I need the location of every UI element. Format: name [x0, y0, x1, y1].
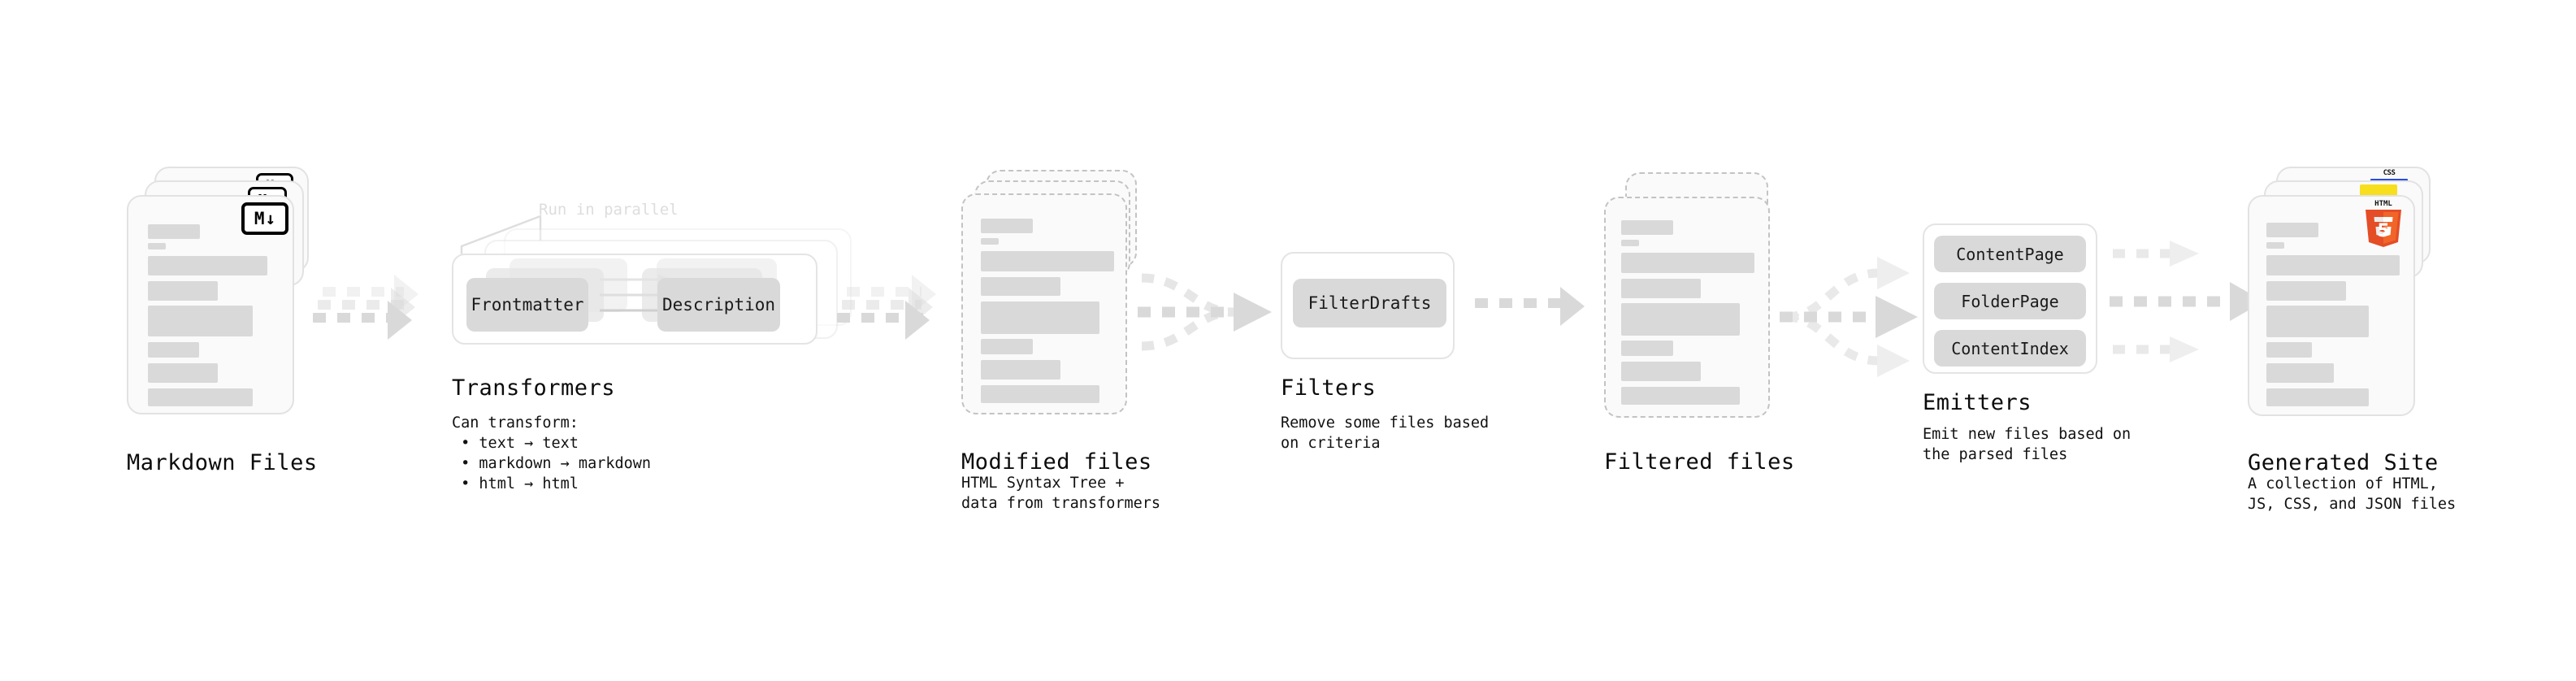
placeholder-bar	[1621, 387, 1740, 405]
emitter-chip-folderpage[interactable]: FolderPage	[1934, 283, 2086, 319]
placeholder-bar	[148, 243, 166, 249]
transformers-title: Transformers	[452, 375, 616, 401]
chip-label: Description	[661, 295, 776, 314]
markdown-icon-letter: M	[254, 208, 265, 228]
markdown-icon-arrow: ↓	[265, 208, 276, 228]
placeholder-bar	[2266, 281, 2346, 301]
html5-icon-label: HTML	[2374, 200, 2392, 208]
placeholder-bar	[1621, 362, 1701, 381]
placeholder-bar	[148, 256, 267, 275]
chip-label: Frontmatter	[471, 295, 584, 314]
placeholder-bar	[148, 363, 218, 383]
chip-label: FilterDrafts	[1308, 293, 1432, 313]
emitters-subtitle: Emit new files based on the parsed files	[1923, 426, 2131, 463]
placeholder-bar	[981, 385, 1099, 403]
transformer-chip-frontmatter[interactable]: Frontmatter	[466, 278, 588, 332]
transformer-chip-description[interactable]: Description	[657, 278, 780, 332]
emitter-chip-contentpage[interactable]: ContentPage	[1934, 236, 2086, 272]
run-in-parallel-label: Run in parallel	[539, 201, 679, 219]
placeholder-bar	[2266, 363, 2334, 383]
placeholder-bar	[2266, 388, 2369, 406]
markdown-files-title: Markdown Files	[127, 450, 318, 475]
placeholder-bar	[981, 339, 1033, 354]
placeholder-bar	[2266, 342, 2312, 358]
placeholder-bar	[148, 224, 200, 239]
css-icon-label: CSS	[2383, 169, 2396, 177]
filters-title: Filters	[1281, 375, 1377, 401]
filtered-files-title: Filtered files	[1604, 449, 1795, 475]
placeholder-bar	[1621, 340, 1673, 356]
filter-chip-filterdrafts[interactable]: FilterDrafts	[1293, 279, 1446, 327]
flow-arrow-3	[1138, 273, 1272, 351]
html5-icon: HTML 5	[2366, 200, 2401, 247]
placeholder-bar	[981, 301, 1099, 334]
flow-arrow-5	[1780, 257, 1918, 377]
html5-icon-digit: 5	[2377, 221, 2389, 241]
generated-site-subtitle: A collection of HTML, JS, CSS, and JSON …	[2248, 475, 2457, 513]
placeholder-bar	[2266, 306, 2369, 337]
transformers-subtitle: Can transform: • text → text • markdown …	[452, 414, 652, 492]
placeholder-bar	[981, 219, 1033, 233]
chip-label: FolderPage	[1961, 291, 2059, 311]
placeholder-bar	[148, 281, 218, 301]
placeholder-bar	[1621, 220, 1673, 235]
placeholder-bar	[148, 342, 199, 358]
chip-label: ContentPage	[1956, 244, 2064, 264]
markdown-icon: M↓	[241, 202, 288, 235]
placeholder-bar	[1621, 253, 1754, 273]
placeholder-bar	[1621, 279, 1701, 298]
placeholder-bar	[1621, 303, 1740, 336]
chip-label: ContentIndex	[1951, 338, 2069, 358]
placeholder-bar	[1621, 240, 1639, 246]
placeholder-bar	[148, 388, 253, 406]
flow-arrow-6	[2110, 241, 2264, 362]
emitters-title: Emitters	[1923, 390, 2032, 415]
emitter-chip-contentindex[interactable]: ContentIndex	[1934, 330, 2086, 367]
placeholder-bar	[148, 306, 253, 336]
placeholder-bar	[981, 277, 1060, 296]
filters-subtitle: Remove some files based on criteria	[1281, 414, 1490, 452]
placeholder-bar	[981, 238, 999, 245]
placeholder-bar	[2266, 242, 2284, 249]
placeholder-bar	[2266, 255, 2400, 275]
generated-site-title: Generated Site	[2248, 450, 2439, 475]
placeholder-bar	[2266, 223, 2318, 237]
placeholder-bar	[981, 251, 1114, 271]
modified-files-subtitle: HTML Syntax Tree + data from transformer…	[961, 475, 1161, 512]
placeholder-bar	[981, 360, 1060, 380]
modified-files-title: Modified files	[961, 449, 1152, 475]
